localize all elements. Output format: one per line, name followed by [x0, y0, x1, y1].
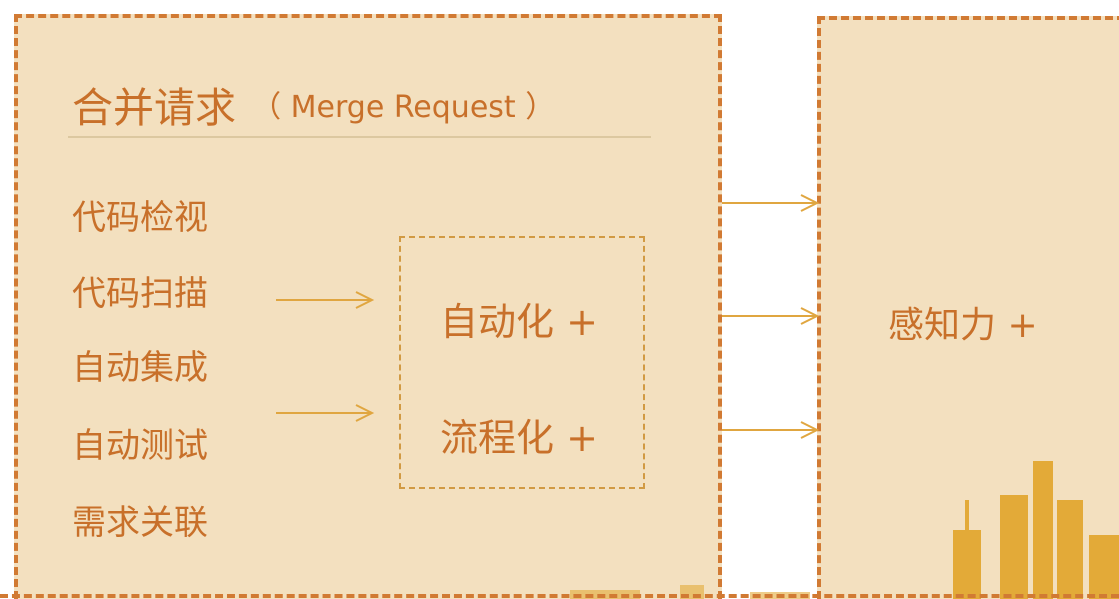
- feature-auto-test: 自动测试: [72, 426, 208, 466]
- bottom-dashed-border: [0, 594, 1119, 598]
- automation-box: [399, 236, 645, 489]
- arrow-test-to-process: [276, 404, 375, 422]
- arrow-to-perception-top: [722, 194, 820, 212]
- process-label: 流程化 +: [440, 416, 598, 460]
- title-zh: 合并请求: [72, 84, 236, 132]
- arrow-to-perception-bottom: [722, 421, 820, 439]
- merge-request-panel: [14, 14, 722, 599]
- merge-request-title: 合并请求 （ Merge Request ）: [72, 74, 555, 134]
- automation-label: 自动化 +: [440, 300, 598, 344]
- feature-code-scan: 代码扫描: [72, 274, 208, 314]
- feature-code-review: 代码检视: [72, 198, 208, 238]
- arrow-scan-to-automation: [276, 291, 375, 309]
- title-divider: [68, 136, 651, 138]
- feature-requirement-link: 需求关联: [72, 503, 208, 543]
- title-en: （ Merge Request ）: [251, 90, 556, 125]
- arrow-to-perception-middle: [722, 307, 820, 325]
- feature-auto-integration: 自动集成: [72, 348, 208, 388]
- perception-label: 感知力 +: [888, 305, 1038, 346]
